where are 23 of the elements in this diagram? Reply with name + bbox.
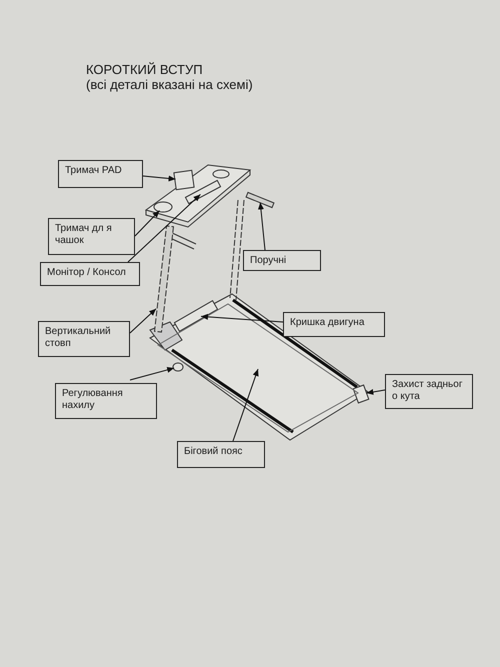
leader-line (232, 368, 259, 442)
leader-line (134, 210, 160, 236)
corner-guard (352, 384, 370, 404)
incline-foot (172, 362, 184, 372)
leader-line (130, 308, 157, 334)
callout-label: Захист задньог о кута (385, 374, 473, 409)
leader-line (128, 194, 201, 262)
pad-holder (173, 170, 195, 190)
callout-label: Вертикальний стовп (38, 321, 130, 357)
leader-line (200, 314, 284, 322)
callout-label: Поручні (243, 250, 321, 271)
callout-label: Біговий пояс (177, 441, 265, 468)
callout-label: Регулювання нахилу (55, 383, 157, 419)
subtitle: (всі деталі вказані на схемі) (86, 77, 253, 92)
callout-label: Монітор / Консол (40, 262, 140, 286)
title: КОРОТКИЙ ВСТУП (86, 62, 203, 77)
leader-line (130, 366, 175, 380)
leader-line (142, 176, 176, 182)
callout-label: Тримач PAD (58, 160, 143, 188)
leader-line (258, 202, 266, 250)
leader-line (366, 388, 386, 395)
callout-label: Тримач дл я чашок (48, 218, 135, 255)
callout-label: Кришка двигуна (283, 312, 385, 337)
